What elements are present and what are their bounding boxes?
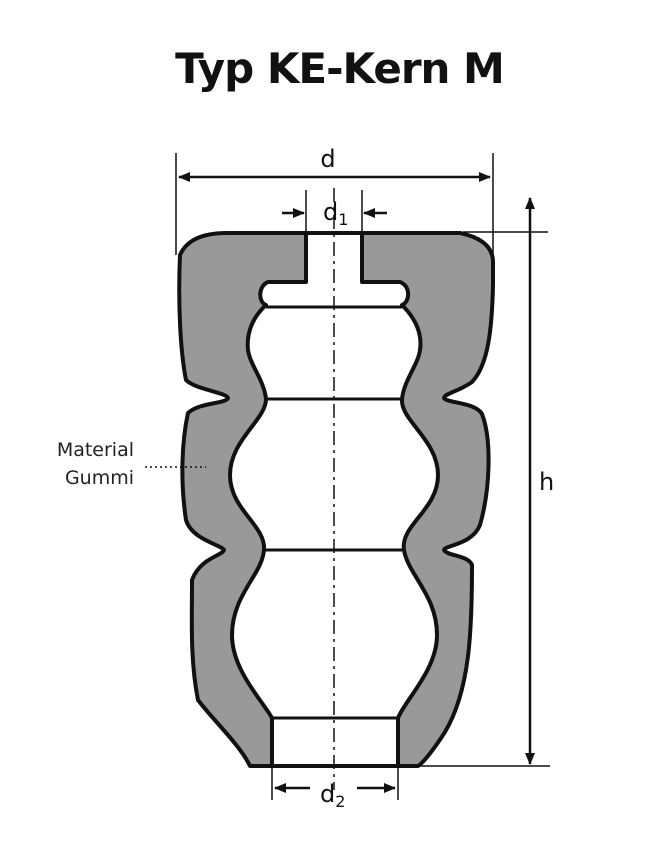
material-label-line2: Gummi (65, 467, 134, 489)
label-h: h (539, 468, 554, 496)
label-d1: d1 (323, 198, 348, 229)
diagram-title: Typ KE-Kern M (175, 44, 505, 93)
label-d: d (320, 145, 335, 173)
label-d2: d2 (320, 780, 345, 811)
material-label-line1: Material (57, 439, 134, 461)
rubber-body (177, 230, 495, 768)
